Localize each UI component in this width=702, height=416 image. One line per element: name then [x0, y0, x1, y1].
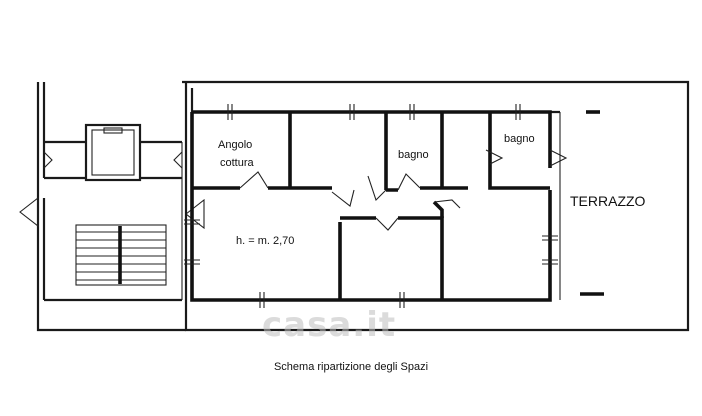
room-label-terrace: TERRAZZO [570, 193, 646, 209]
staircase [75, 224, 167, 286]
watermark: casa.it [262, 305, 397, 345]
room-label-kitchen-2: cottura [220, 157, 255, 169]
apartment-walls [182, 80, 690, 332]
window-marks [184, 104, 558, 308]
terrace-area [559, 110, 604, 300]
doors [239, 149, 568, 231]
room-label-kitchen-1: Angolo [218, 139, 252, 151]
room-label-bathroom-center: bagno [398, 149, 429, 161]
ceiling-height-label: h. = m. 2,70 [236, 235, 294, 247]
stairwell-block [19, 82, 205, 332]
room-label-bathroom-right: bagno [504, 133, 535, 145]
plan-caption: Schema ripartizione degli Spazi [273, 361, 429, 373]
